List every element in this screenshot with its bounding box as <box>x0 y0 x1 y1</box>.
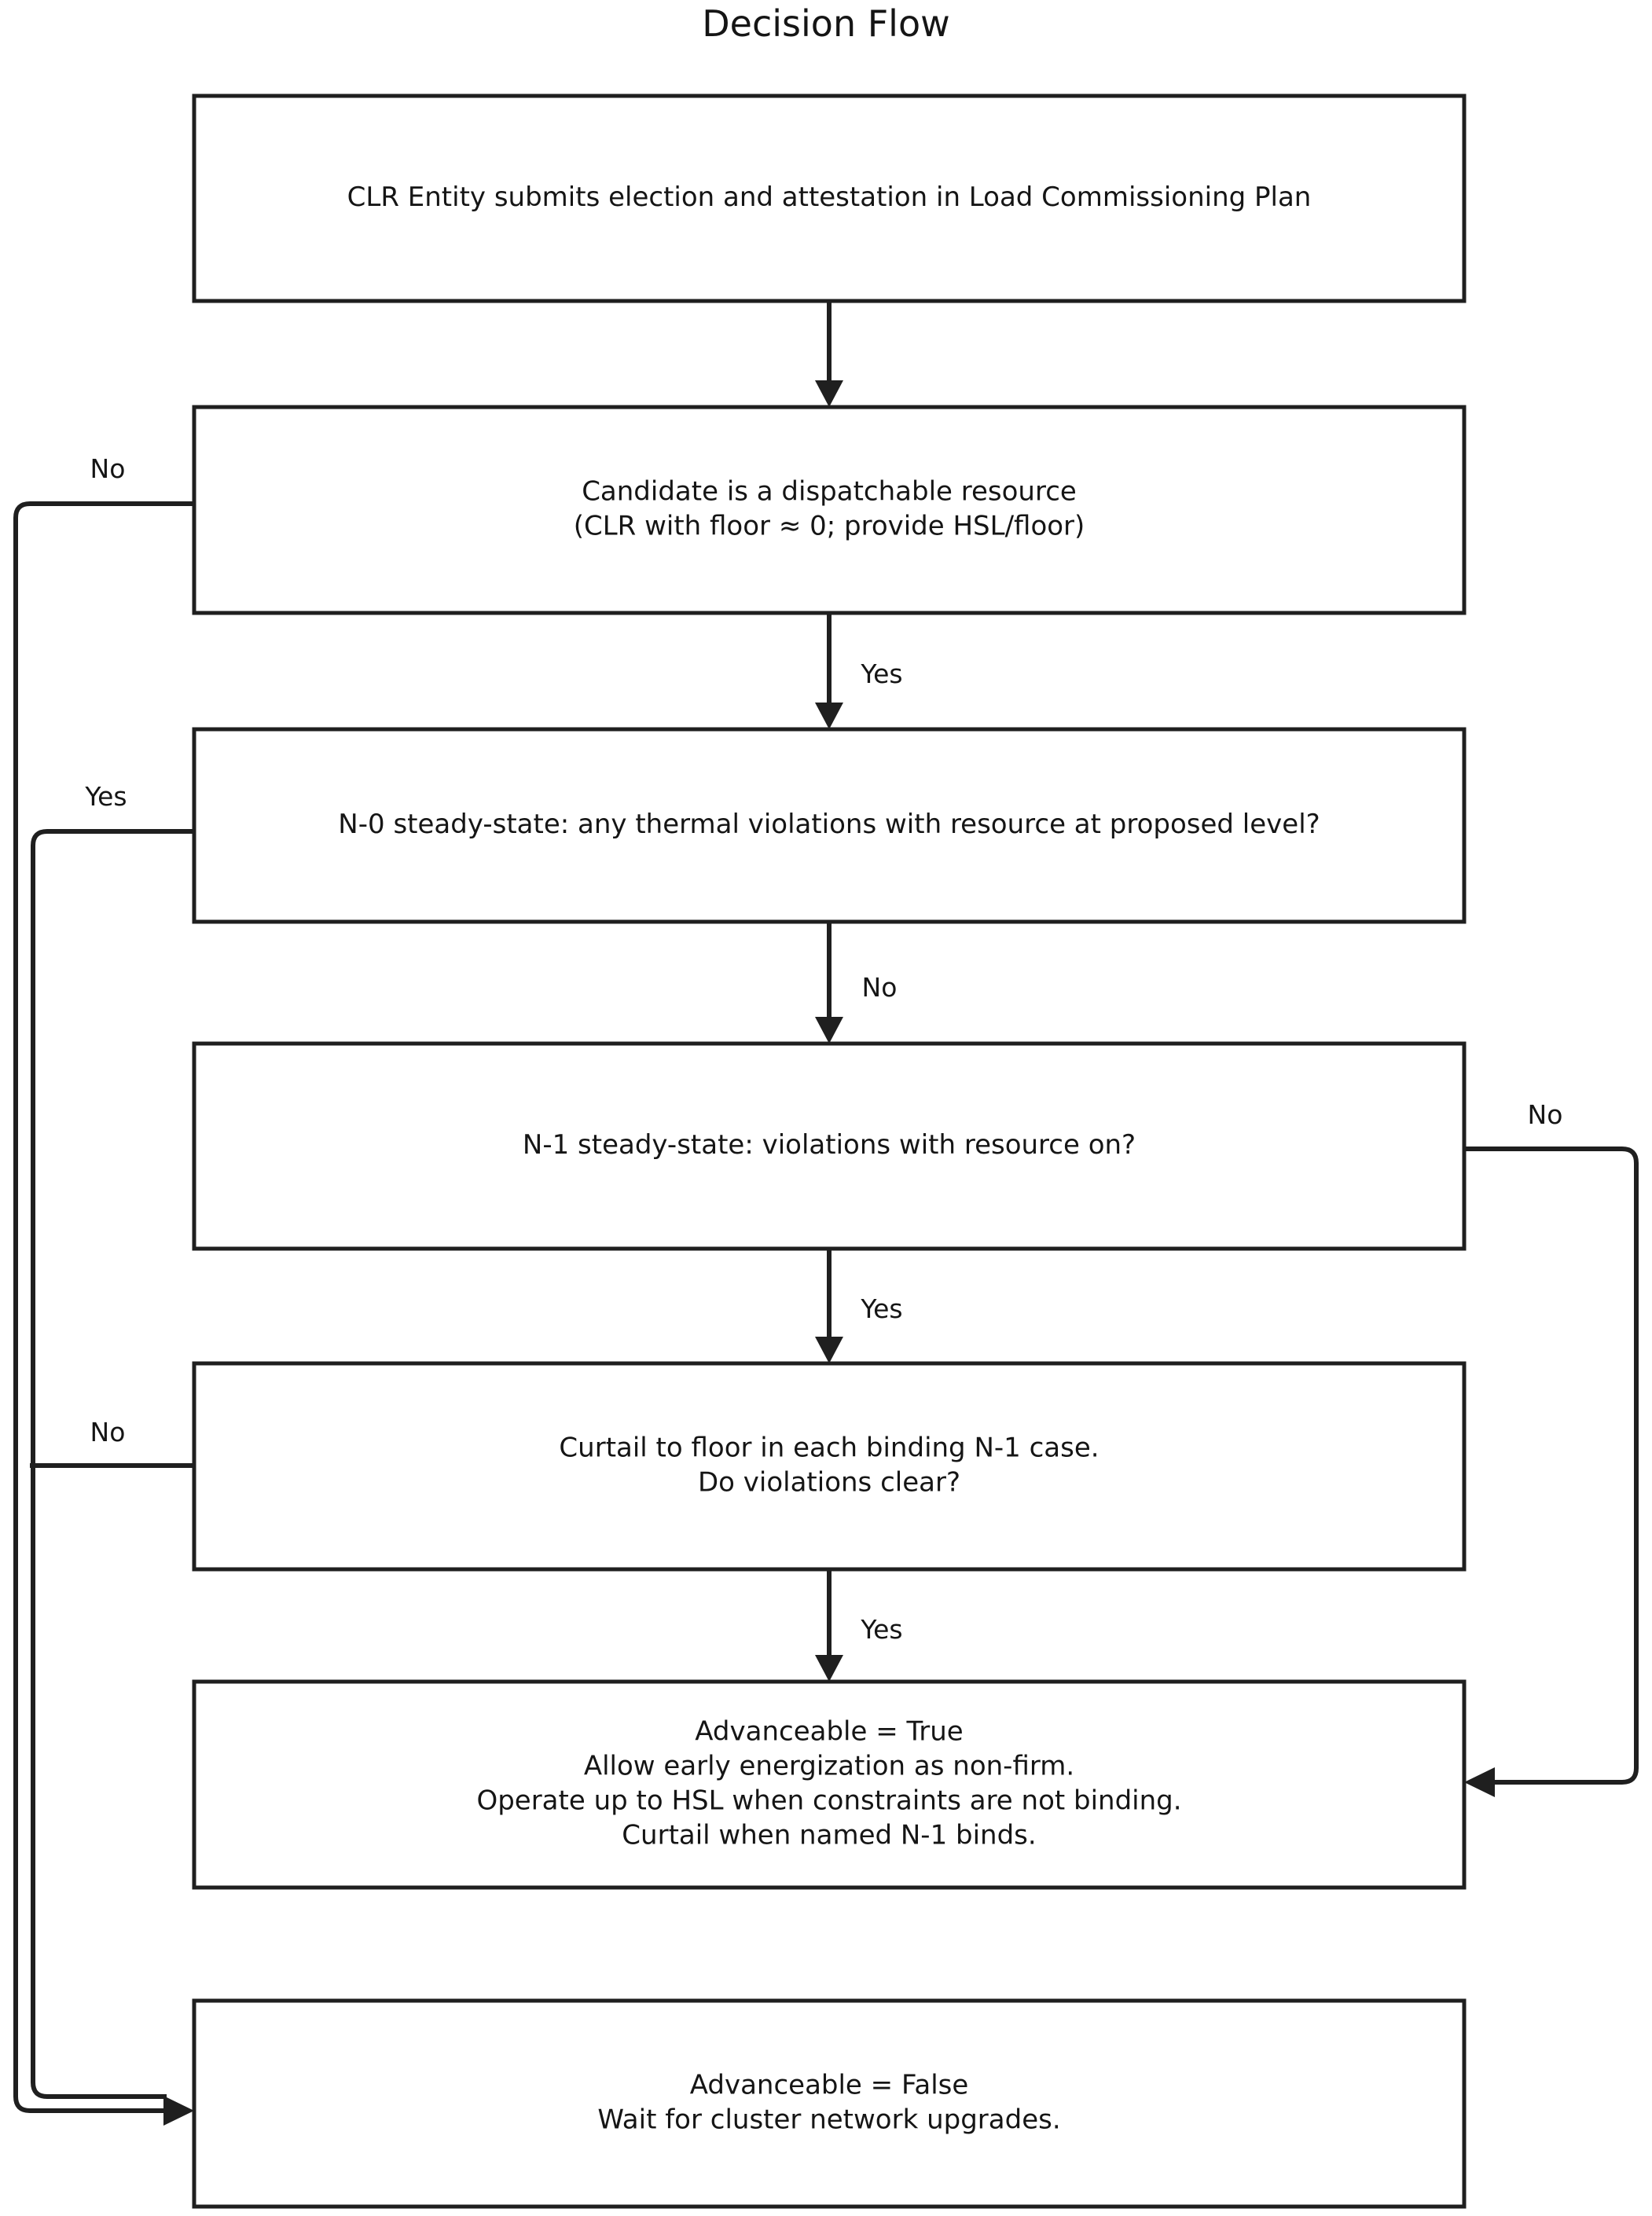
node-n1-steady-state[interactable]: N-1 steady-state: violations with resour… <box>192 1041 1467 1251</box>
node-submit-plan-box[interactable] <box>192 94 1467 303</box>
edge-curtail-yes-label: Yes <box>860 1614 902 1645</box>
node-advanceable-false-line-1: Wait for cluster network upgrades. <box>597 2104 1060 2136</box>
edge-dispatchable-no-label: No <box>90 453 126 484</box>
edge-dispatchable-yes: Yes <box>815 613 903 729</box>
edge-submit-to-dispatchable-arrowhead-icon <box>815 380 843 407</box>
edge-curtail-yes-arrowhead-icon <box>815 1655 843 1682</box>
node-advanceable-true-box[interactable] <box>192 1679 1467 1890</box>
node-advanceable-true-line-1: Allow early energization as non-firm. <box>584 1751 1074 1782</box>
node-submit-plan[interactable]: CLR Entity submits election and attestat… <box>192 94 1467 303</box>
node-candidate-dispatchable-line-1: (CLR with floor ≈ 0; provide HSL/floor) <box>574 511 1085 542</box>
node-advanceable-true-line-0: Advanceable = True <box>695 1716 963 1748</box>
edge-dispatchable-yes-label: Yes <box>860 659 902 689</box>
node-curtail-to-floor[interactable]: Curtail to floor in each binding N-1 cas… <box>192 1361 1467 1572</box>
node-curtail-to-floor-box[interactable] <box>192 1361 1467 1572</box>
node-curtail-to-floor-line-1: Do violations clear? <box>698 1467 960 1499</box>
node-n0-steady-state-box[interactable] <box>192 727 1467 924</box>
edge-n0-no-label: No <box>862 972 898 1003</box>
edge-curtail-no: No <box>30 1417 194 1468</box>
edge-n1-yes-arrowhead-icon <box>815 1337 843 1363</box>
edge-dispatchable-yes-arrowhead-icon <box>815 703 843 729</box>
node-n1-steady-state-line-0: N-1 steady-state: violations with resour… <box>523 1129 1136 1161</box>
node-candidate-dispatchable-line-0: Candidate is a dispatchable resource <box>582 476 1077 508</box>
edge-n1-yes-label: Yes <box>860 1293 902 1324</box>
node-n0-steady-state-line-0: N-0 steady-state: any thermal violations… <box>338 809 1320 840</box>
edge-curtail-yes: Yes <box>815 1569 903 1682</box>
edge-n1-no-arrowhead-icon <box>1464 1767 1495 1797</box>
edge-submit-to-dispatchable <box>815 301 843 407</box>
edge-n1-no-line <box>1464 1147 1639 1785</box>
node-advanceable-false-box[interactable] <box>192 1998 1467 2209</box>
node-curtail-to-floor-line-0: Curtail to floor in each binding N-1 cas… <box>559 1433 1099 1464</box>
edge-curtail-no-label: No <box>90 1417 126 1447</box>
node-n1-steady-state-box[interactable] <box>192 1041 1467 1251</box>
diagram-title: Decision Flow <box>702 2 949 45</box>
node-submit-plan-line-0: CLR Entity submits election and attestat… <box>347 182 1312 213</box>
node-advanceable-false-line-0: Advanceable = False <box>690 2070 969 2101</box>
node-candidate-dispatchable-box[interactable] <box>192 405 1467 615</box>
edge-dispatchable-no: No <box>13 453 194 2126</box>
edge-n1-no-label: No <box>1528 1099 1563 1130</box>
edge-n0-no: No <box>815 922 897 1044</box>
node-advanceable-true-line-3: Curtail when named N-1 binds. <box>622 1820 1036 1851</box>
edge-n1-no: No <box>1464 1099 1639 1797</box>
node-advanceable-true-line-2: Operate up to HSL when constraints are n… <box>476 1785 1181 1817</box>
edge-n0-yes-label: Yes <box>84 781 127 812</box>
node-n0-steady-state[interactable]: N-0 steady-state: any thermal violations… <box>192 727 1467 924</box>
edge-dispatchable-no-line <box>13 501 194 2113</box>
nodes-layer: CLR Entity submits election and attestat… <box>192 94 1467 2209</box>
edge-dispatchable-no-arrowhead-icon <box>163 2096 194 2126</box>
node-candidate-dispatchable[interactable]: Candidate is a dispatchable resource(CLR… <box>192 405 1467 615</box>
edge-n1-yes: Yes <box>815 1249 903 1363</box>
edge-n0-no-arrowhead-icon <box>815 1017 843 1044</box>
